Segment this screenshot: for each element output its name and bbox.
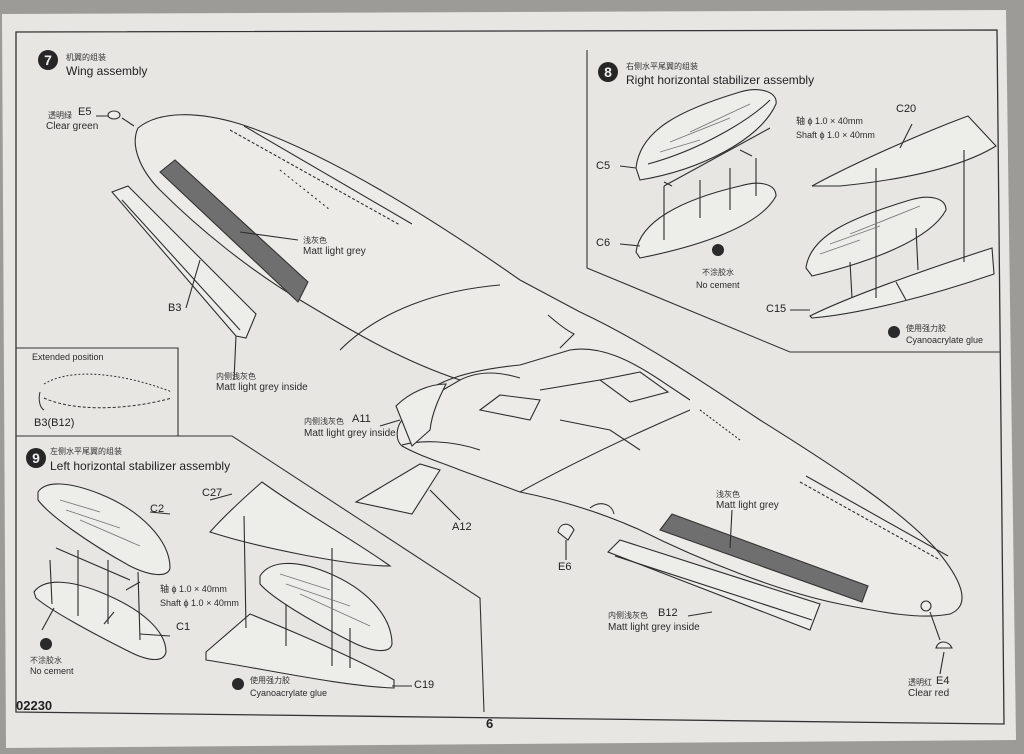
no-cement-label-9: No cement <box>30 666 74 676</box>
glue-label-9: Cyanoacrylate glue <box>250 688 328 698</box>
inset-frame <box>16 347 179 436</box>
c27-part-label: C27 <box>202 487 223 499</box>
c1-part-label: C1 <box>176 621 191 633</box>
step8-frame <box>586 50 1000 353</box>
a11-color-label: Matt light grey inside <box>304 428 396 439</box>
inside-grey-label-left: Matt light grey inside <box>216 382 308 393</box>
e5-color-cn: 透明绿 <box>48 111 72 120</box>
e6-part-label: E6 <box>558 561 572 573</box>
b12-color-cn: 内侧浅灰色 <box>608 611 648 620</box>
matt-grey-label-top: Matt light grey <box>303 246 366 257</box>
b12-color-label: Matt light grey inside <box>608 622 700 633</box>
c5-part-label: C5 <box>596 160 611 172</box>
wing-drawing <box>96 110 963 675</box>
step9-title-cn: 左侧水平尾翼的组装 <box>50 447 122 456</box>
c6-part-label: C6 <box>596 237 611 249</box>
e4-part-label: E4 <box>936 675 950 687</box>
matt-grey-label-right: Matt light grey <box>716 500 779 511</box>
product-code: 02230 <box>16 698 53 713</box>
no-cement-cn-8: 不涂胶水 <box>702 268 734 277</box>
glue-icon-9 <box>232 678 244 690</box>
a11-part-label: A11 <box>352 413 371 425</box>
step8-badge: 8 <box>598 62 618 82</box>
c2-part-label: C2 <box>150 503 165 515</box>
step8-drawing <box>619 89 997 319</box>
step9-drawing <box>33 481 412 689</box>
e4-color-cn: 透明红 <box>908 678 932 687</box>
shaft-label-9: Shaft ϕ 1.0 × 40mm <box>160 598 239 608</box>
b3-part-label: B3 <box>168 302 182 314</box>
step7-badge: 7 <box>38 50 58 70</box>
e5-color-label: Clear green <box>46 121 99 132</box>
glue-icon-8 <box>888 326 900 338</box>
glue-label-8: Cyanoacrylate glue <box>906 335 984 345</box>
step9-badge: 9 <box>26 448 46 468</box>
page-number: 6 <box>486 716 494 731</box>
c15-part-label: C15 <box>766 303 787 315</box>
page-border <box>15 29 1005 725</box>
step7-title: Wing assembly <box>66 64 148 78</box>
a11-color-cn: 内侧浅灰色 <box>304 417 344 426</box>
c19-part-label: C19 <box>414 679 435 691</box>
step9-title: Left horizontal stabilizer assembly <box>50 459 231 473</box>
no-cement-icon-8 <box>712 244 724 256</box>
glue-cn-9: 使用强力胶 <box>250 676 290 685</box>
inset-label: Extended position <box>32 352 104 362</box>
shaft-label-8: Shaft ϕ 1.0 × 40mm <box>796 130 875 140</box>
c20-part-label: C20 <box>896 103 917 115</box>
step9-frame <box>16 435 485 713</box>
inside-grey-cn-left: 内侧浅灰色 <box>216 372 256 381</box>
matt-grey-cn-top: 浅灰色 <box>303 236 327 245</box>
inset-part-label: B3(B12) <box>34 417 75 429</box>
shaft-label-cn-9: 轴 ϕ 1.0 × 40mm <box>160 584 227 594</box>
e4-color-label: Clear red <box>908 688 950 699</box>
no-cement-cn-9: 不涂胶水 <box>30 656 62 665</box>
no-cement-icon-9 <box>40 638 52 650</box>
step8-title-cn: 右侧水平尾翼的组装 <box>626 62 698 71</box>
e5-part-label: E5 <box>78 106 92 118</box>
inset-drawing <box>38 373 173 411</box>
no-cement-label-8: No cement <box>696 280 740 290</box>
matt-grey-cn-right: 浅灰色 <box>716 490 740 499</box>
a12-part-label: A12 <box>452 521 472 533</box>
shaft-label-cn-8: 轴 ϕ 1.0 × 40mm <box>796 116 863 126</box>
b12-part-label: B12 <box>658 607 678 619</box>
step7-title-cn: 机翼的组装 <box>66 53 106 62</box>
glue-cn-8: 使用强力胶 <box>906 324 946 333</box>
step8-title: Right horizontal stabilizer assembly <box>626 73 815 87</box>
